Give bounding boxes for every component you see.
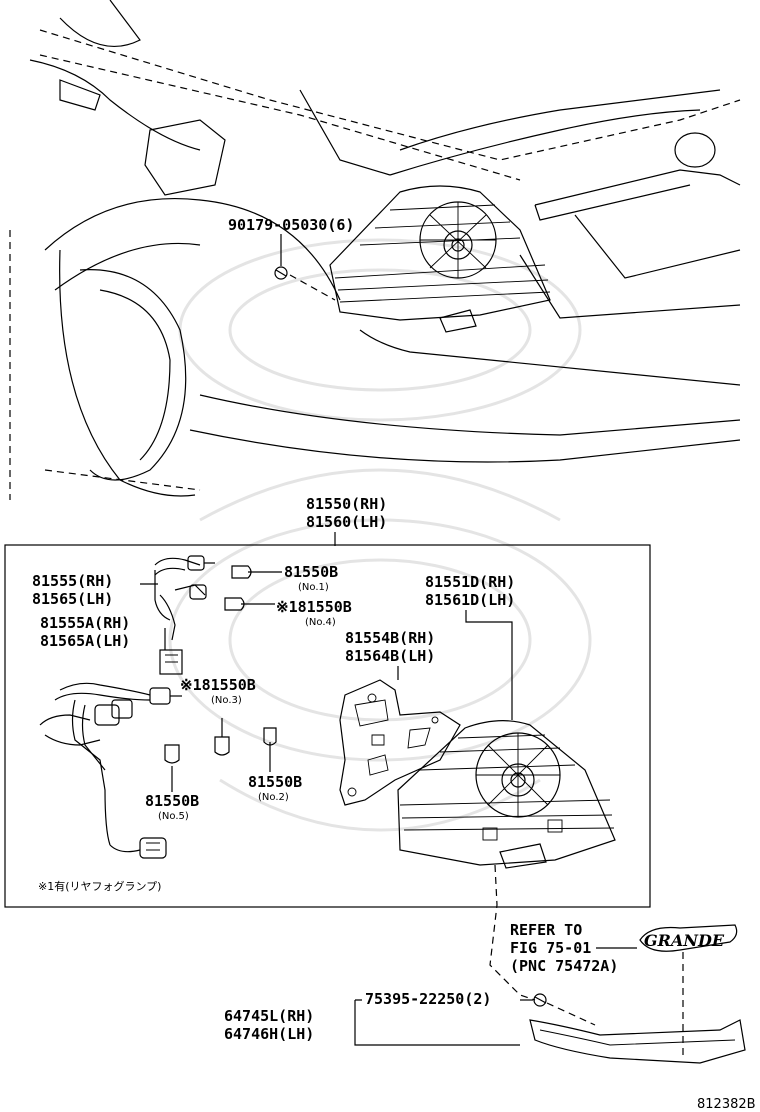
- part-label-bulb-no1: 81550B: [284, 563, 338, 581]
- part-label-garnish-rh: 64745L(RH): [224, 1007, 314, 1025]
- gasket-plate: [339, 679, 461, 806]
- part-label-socket-rh: 81555(RH): [32, 572, 113, 590]
- part-label-socket-a-rh: 81555A(RH): [40, 614, 130, 632]
- watermark-emblem: [168, 238, 592, 832]
- part-sublabel-bulb-no3: (No.3): [211, 695, 242, 706]
- screw-icon: [274, 266, 288, 280]
- figure-id: 812382B: [697, 1097, 756, 1112]
- rear-garnish: [529, 1019, 746, 1064]
- part-label-screw-top: 90179-05030(6): [228, 216, 354, 234]
- part-label-assembly-rh: 81550(RH): [306, 495, 387, 513]
- part-sublabel-bulb-no4: (No.4): [305, 617, 336, 628]
- part-sublabel-bulb-no5: (No.5): [158, 811, 189, 822]
- part-sublabel-bulb-no2: (No.2): [258, 792, 289, 803]
- emblem-icon: GRANDE: [639, 924, 738, 952]
- part-label-lens-lh: 81561D(LH): [425, 591, 515, 609]
- part-label-socket-lh: 81565(LH): [32, 590, 113, 608]
- car-body-outline: [9, 0, 741, 500]
- part-label-gasket-lh: 81564B(LH): [345, 647, 435, 665]
- part-label-assembly-lh: 81560(LH): [306, 513, 387, 531]
- footnote: ※1有(リヤフォグランプ): [38, 879, 161, 893]
- assembly-box: [4, 544, 651, 908]
- part-label-bulb-no5: 81550B: [145, 792, 199, 810]
- socket-harness: [39, 555, 215, 859]
- part-label-bulb-no3: ※181550B: [180, 676, 256, 694]
- part-label-lens-rh: 81551D(RH): [425, 573, 515, 591]
- part-label-bulb-no4: ※181550B: [276, 598, 352, 616]
- refer-line-3: (PNC 75472A): [510, 957, 618, 975]
- refer-line-1: REFER TO: [510, 921, 582, 939]
- bulb-icon: [164, 565, 277, 764]
- refer-line-2: FIG 75-01: [510, 939, 591, 957]
- tail-lamp-icon: [397, 720, 616, 869]
- tail-lamp-on-car: [329, 185, 551, 333]
- part-sublabel-bulb-no1: (No.1): [298, 582, 329, 593]
- screw-icon: [533, 993, 547, 1007]
- part-label-garnish-lh: 64746H(LH): [224, 1025, 314, 1043]
- part-label-bulb-no2: 81550B: [248, 773, 302, 791]
- part-label-screw-bottom: 75395-22250(2): [365, 990, 491, 1008]
- part-label-gasket-rh: 81554B(RH): [345, 629, 435, 647]
- emblem-text: GRANDE: [644, 931, 725, 950]
- part-label-socket-a-lh: 81565A(LH): [40, 632, 130, 650]
